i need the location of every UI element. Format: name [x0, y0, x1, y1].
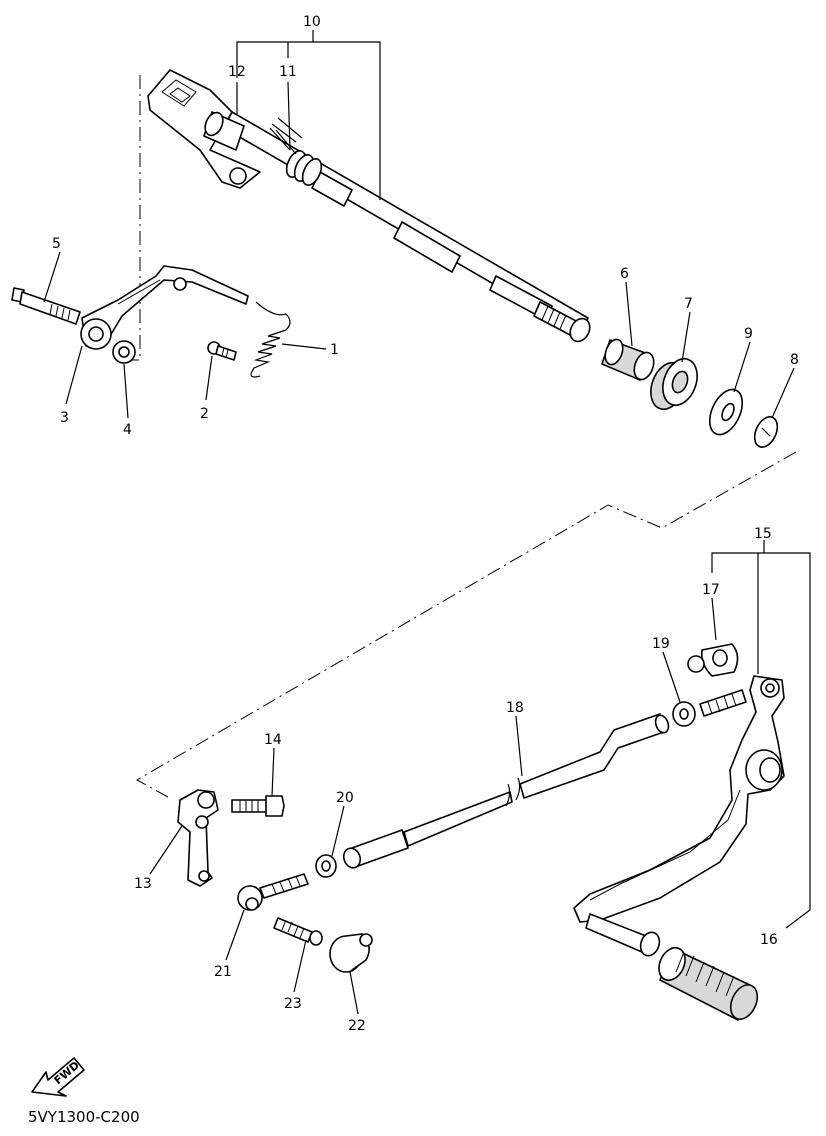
locknut-part-20 — [315, 854, 337, 878]
callout-15: 15 — [754, 526, 772, 542]
nut-part-19 — [672, 701, 696, 727]
callout-20: 20 — [336, 790, 354, 806]
callout-10: 10 — [303, 14, 321, 30]
rod-end-part-17 — [687, 643, 739, 677]
callout-22: 22 — [348, 1018, 366, 1034]
oil-seal-part-7 — [650, 357, 698, 411]
callout-21: 21 — [214, 964, 232, 980]
callout-2: 2 — [200, 406, 209, 422]
washer-part-9 — [708, 388, 744, 436]
collar-part-6 — [601, 338, 655, 381]
callout-6: 6 — [620, 266, 629, 282]
rod-joint-part-21 — [237, 873, 309, 911]
shift-pedal-part-15 — [573, 675, 785, 957]
callout-labels: 1 2 3 4 5 6 7 8 9 10 11 12 13 14 15 16 1… — [52, 14, 799, 1034]
callout-16: 16 — [760, 932, 778, 948]
callout-18: 18 — [506, 700, 524, 716]
callout-17: 17 — [702, 582, 720, 598]
callout-13: 13 — [134, 876, 152, 892]
bolt-part-14 — [231, 795, 285, 817]
spring-part-1 — [250, 301, 291, 378]
callout-8: 8 — [790, 352, 799, 368]
callout-7: 7 — [684, 296, 693, 312]
callout-4: 4 — [123, 422, 132, 438]
callout-5: 5 — [52, 236, 61, 252]
shaft-hardware — [601, 338, 779, 448]
callout-3: 3 — [60, 410, 69, 426]
screw-part-2 — [207, 341, 237, 361]
shift-shaft — [147, 69, 591, 343]
callout-11: 11 — [279, 64, 297, 80]
cover-part-22 — [329, 933, 373, 973]
diagram-code: 5VY1300-C200 — [28, 1108, 140, 1126]
leader-lines — [43, 30, 811, 1015]
callout-1: 1 — [330, 342, 339, 358]
pedal-rubber-part-16 — [658, 946, 759, 1021]
callout-12: 12 — [228, 64, 246, 80]
callout-9: 9 — [744, 326, 753, 342]
stopper-lever-assembly — [11, 265, 249, 364]
circlip-part-8 — [753, 416, 779, 448]
shift-rod-part-18 — [342, 713, 670, 869]
shift-arm-part-13 — [177, 789, 219, 887]
fwd-arrow-icon: FWD — [31, 1057, 85, 1097]
callout-19: 19 — [652, 636, 670, 652]
callout-23: 23 — [284, 996, 302, 1012]
bolt-part-23 — [273, 917, 323, 946]
callout-14: 14 — [264, 732, 282, 748]
